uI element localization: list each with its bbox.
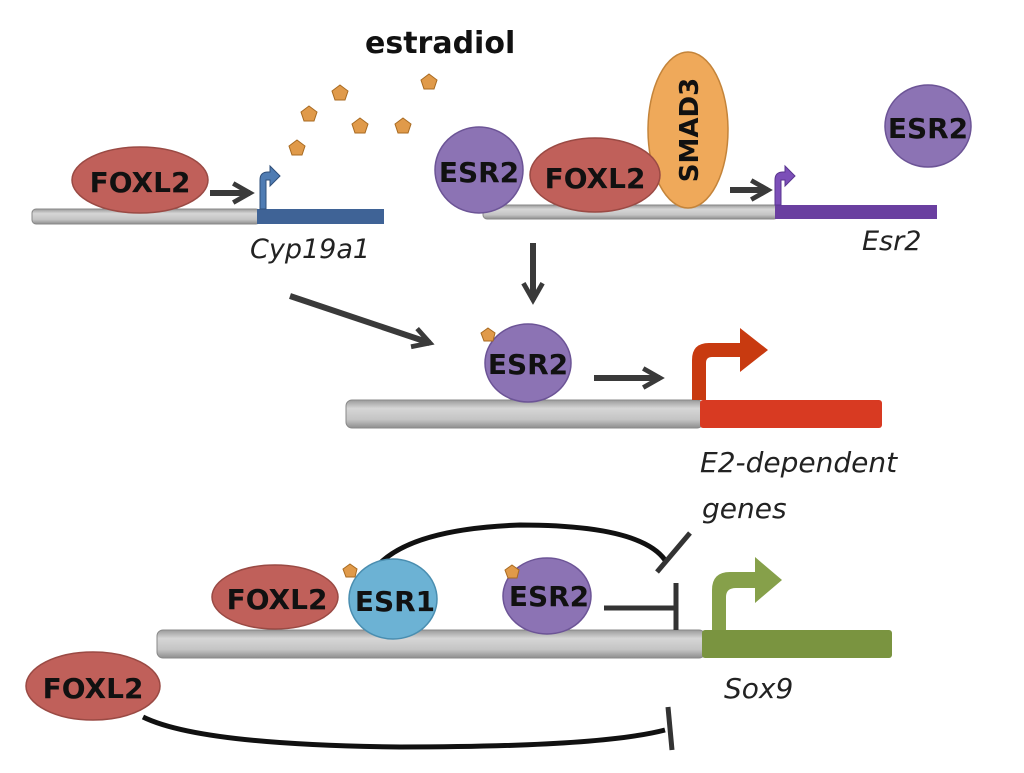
panel-cyp19a1: FOXL2 Cyp19a1 bbox=[31, 146, 384, 265]
free-esr2-protein bbox=[884, 84, 972, 168]
estradiol-molecule bbox=[394, 117, 412, 134]
esr2-gene-body bbox=[775, 205, 937, 219]
foxl2-protein bbox=[71, 146, 209, 214]
estradiol-molecule bbox=[351, 117, 369, 134]
estradiol-bound-icon bbox=[504, 564, 520, 579]
estradiol-bound-icon bbox=[480, 327, 496, 342]
e2-genes-body bbox=[700, 400, 882, 428]
tss-arrow-icon bbox=[774, 164, 796, 206]
arrow-cyp19a1-to-esr2 bbox=[289, 293, 435, 350]
tss-arrow-icon bbox=[692, 328, 768, 400]
esr1-protein bbox=[348, 558, 438, 640]
esr2-label: ESR2 bbox=[509, 580, 589, 613]
esr1-label: ESR1 bbox=[355, 585, 435, 618]
smad3-label: SMAD3 bbox=[675, 78, 705, 182]
e2-genes-label-line2: genes bbox=[702, 492, 787, 525]
repression-bar bbox=[665, 706, 675, 751]
sox9-gene-body bbox=[702, 630, 892, 658]
esr2-label: ESR2 bbox=[488, 348, 568, 381]
free-foxl2-protein bbox=[25, 651, 161, 721]
panel-esr2-gene: SMAD3 FOXL2 ESR2 ESR2 Esr2 bbox=[434, 51, 972, 257]
tss-arrow-icon bbox=[259, 164, 281, 210]
esr2-protein bbox=[484, 323, 572, 403]
foxl2-protein bbox=[211, 564, 339, 630]
esr2-protein bbox=[434, 126, 524, 214]
tss-arrow-icon bbox=[712, 557, 782, 630]
dna-strand bbox=[482, 204, 779, 220]
free-esr2-label: ESR2 bbox=[888, 112, 968, 145]
estradiol-molecule bbox=[331, 84, 349, 101]
smad3-protein bbox=[647, 51, 729, 209]
esr2-label: ESR2 bbox=[439, 156, 519, 189]
esr2-gene-label: Esr2 bbox=[862, 226, 921, 257]
dna-strand bbox=[156, 629, 706, 659]
foxl2-protein bbox=[529, 137, 661, 213]
panel-e2-dependent-genes: ESR2 E2-dependent genes bbox=[345, 323, 898, 525]
panel-sox9: FOXL2 ESR1 ESR2 Sox9 FOXL2 bbox=[25, 522, 892, 751]
repression-arc-foxl2 bbox=[141, 714, 666, 750]
cyp19a1-gene-label: Cyp19a1 bbox=[250, 234, 370, 265]
esr2-protein bbox=[502, 557, 592, 635]
e2-genes-label-line1: E2-dependent bbox=[700, 446, 898, 479]
estradiol-molecule bbox=[420, 73, 438, 90]
free-foxl2-label: FOXL2 bbox=[43, 672, 144, 705]
cyp19a1-gene-body bbox=[257, 209, 384, 224]
estradiol-bound-icon bbox=[342, 563, 358, 578]
sox9-gene-label: Sox9 bbox=[724, 672, 793, 705]
dna-strand bbox=[345, 399, 704, 429]
foxl2-label: FOXL2 bbox=[545, 162, 646, 195]
estradiol-molecules bbox=[288, 73, 438, 156]
estradiol-molecule bbox=[288, 139, 306, 156]
foxl2-label: FOXL2 bbox=[90, 166, 191, 199]
foxl2-label: FOXL2 bbox=[227, 583, 328, 616]
estradiol-label: estradiol bbox=[365, 26, 515, 61]
estradiol-molecule bbox=[300, 105, 318, 122]
repression-bar bbox=[655, 531, 692, 574]
